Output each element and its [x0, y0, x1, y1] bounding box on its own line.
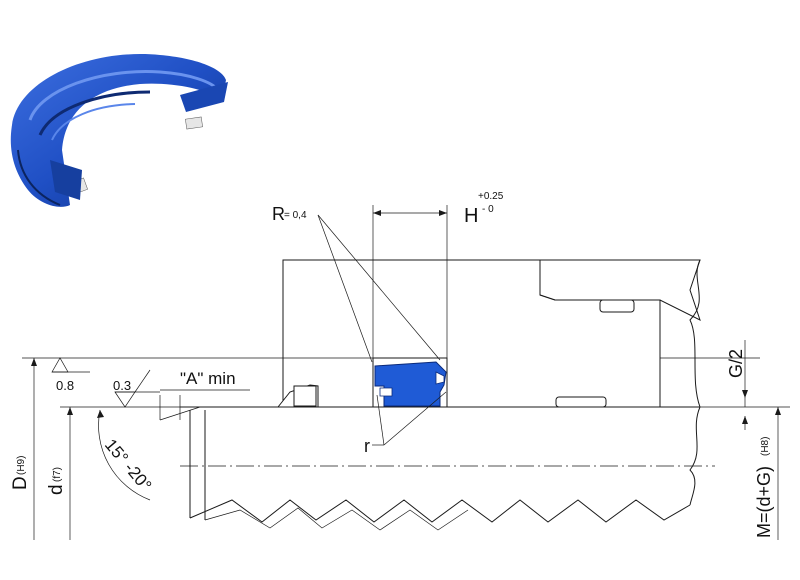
label-height-tol-lower: - 0 — [482, 204, 494, 215]
label-chamfer-min: "A" min — [180, 369, 236, 388]
dimension-lines — [22, 205, 790, 540]
label-diameter-M: M=(d+G) — [754, 466, 774, 538]
label-rod-d: d — [46, 484, 67, 495]
label-diameter-M-tol: (H8) — [760, 437, 771, 456]
label-roughness-08: 0.8 — [56, 378, 74, 393]
seal-3d-illustration — [10, 54, 228, 207]
label-radius-r: r — [364, 436, 370, 456]
rod-outline — [180, 406, 715, 531]
label-roughness-03: 0.3 — [113, 378, 131, 393]
label-radius-R-value: = 0,4 — [284, 210, 307, 221]
label-bore-D-tol: (H9) — [16, 456, 27, 475]
label-height-tol-upper: +0.25 — [478, 191, 504, 202]
seal-cross-section — [374, 361, 447, 407]
housing-section — [276, 259, 701, 408]
label-rod-d-tol: (f7) — [52, 467, 63, 482]
label-groove-g2: G/2 — [726, 349, 746, 378]
label-radius-R: R — [272, 204, 285, 224]
label-bore-D: D — [10, 476, 31, 490]
label-height-H: H — [464, 205, 478, 227]
